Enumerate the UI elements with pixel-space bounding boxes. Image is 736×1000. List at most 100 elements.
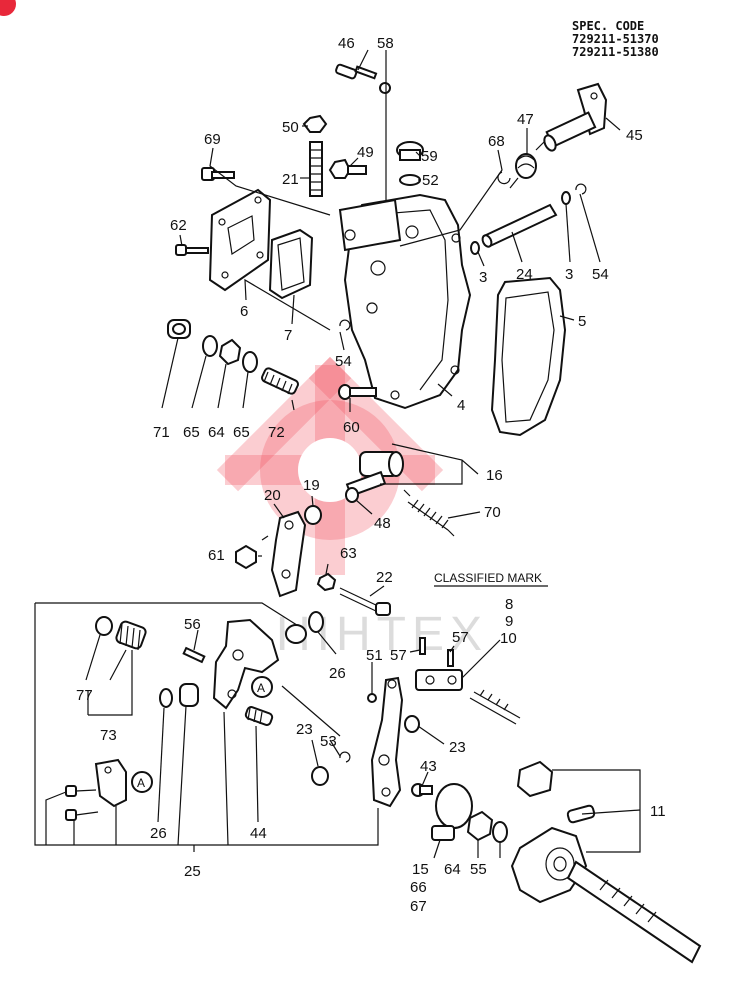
label-60: 60 [343,419,360,436]
cap-59 [396,141,424,161]
label-72: 72 [268,424,285,441]
label-6: 6 [240,303,248,320]
nut-61 [235,544,257,570]
label-7: 7 [284,327,292,344]
washer-26a [308,611,324,633]
label-9: 9 [505,613,513,630]
label-52: 52 [422,172,439,189]
nut-64b [466,810,494,842]
label-77: 77 [76,687,93,704]
small-plate [65,758,127,821]
label-68: 68 [488,133,505,150]
bolt-49 [328,158,367,179]
classified-mark-label: CLASSIFIED MARK [434,571,542,585]
label-64b: 64 [444,861,461,878]
pin-57a [419,637,426,655]
weight-15 [431,783,473,841]
spring-73 [95,616,147,651]
label-21: 21 [282,171,299,188]
washer-19 [304,505,322,525]
label-57a: 57 [452,629,469,646]
spring-70 [403,489,455,537]
label-20: 20 [264,487,281,504]
spring-44 [244,706,274,726]
label-67: 67 [410,898,427,915]
nut-50 [302,114,328,133]
pin-57b [447,649,454,667]
bolt-69 [201,167,235,181]
ring-3a [470,241,480,255]
nut-64a [218,338,242,366]
spec-code-block: SPEC. CODE 729211-51370 729211-51380 [572,20,659,59]
gasket-7 [268,228,314,300]
label-61: 61 [208,547,225,564]
label-3b: 3 [565,266,573,283]
label-26b: 26 [150,825,167,842]
label-59: 59 [421,148,438,165]
label-44: 44 [250,825,267,842]
label-8: 8 [505,596,513,613]
label-57b: 57 [390,647,407,664]
clip-54b [339,319,351,331]
label-53: 53 [320,733,337,750]
threaded-rod [469,689,521,725]
label-45: 45 [626,127,643,144]
label-64a: 64 [208,424,225,441]
main-shaft [566,860,702,964]
bolt-60 [338,384,377,400]
label-11: 11 [650,803,666,820]
bolt-22 [339,587,391,616]
marker-a-label: A [257,681,265,695]
label-65b: 65 [233,424,250,441]
washer-58 [379,82,391,94]
label-16: 16 [486,467,503,484]
lever-20 [261,510,307,598]
corner-badge [0,0,16,16]
label-70: 70 [484,504,501,521]
cap-nut-71 [167,319,191,339]
circle-marker-a-1: A [251,676,273,698]
label-73: 73 [100,727,117,744]
label-48: 48 [374,515,391,532]
lever-arm [370,676,404,808]
label-25: 25 [184,863,201,880]
bolt-46 [335,63,358,80]
label-5: 5 [578,313,586,330]
bracket-assembly [212,618,280,710]
hub [510,826,588,904]
spec-title: SPEC. CODE [572,19,645,33]
label-62: 62 [170,217,187,234]
leader-lines [45,49,641,859]
ring-3b [561,191,571,205]
ring-48 [345,487,359,503]
washer-23b [404,715,420,733]
label-69: 69 [204,131,221,148]
label-54a: 54 [592,266,609,283]
label-65a: 65 [183,424,200,441]
washer-55 [492,821,508,843]
label-23b: 23 [449,739,466,756]
spring-47 [509,141,545,189]
stud-21 [309,141,323,197]
collar [285,624,307,644]
bolt-43 [411,783,433,797]
shaft-24 [481,203,558,248]
label-26a: 26 [329,665,346,682]
label-47: 47 [517,111,534,128]
label-19: 19 [303,477,320,494]
label-63: 63 [340,545,357,562]
label-54b: 54 [335,353,352,370]
link-block [415,669,463,691]
label-10: 10 [500,630,517,647]
governor-case [338,193,472,410]
gasket-5 [490,276,567,437]
clip-53 [339,751,351,763]
label-3a: 3 [479,269,487,286]
pin-56 [182,646,206,664]
label-56: 56 [184,616,201,633]
washer-23a [311,766,329,786]
clip-54a [575,183,587,195]
label-22: 22 [376,569,393,586]
nut-63 [316,572,337,592]
